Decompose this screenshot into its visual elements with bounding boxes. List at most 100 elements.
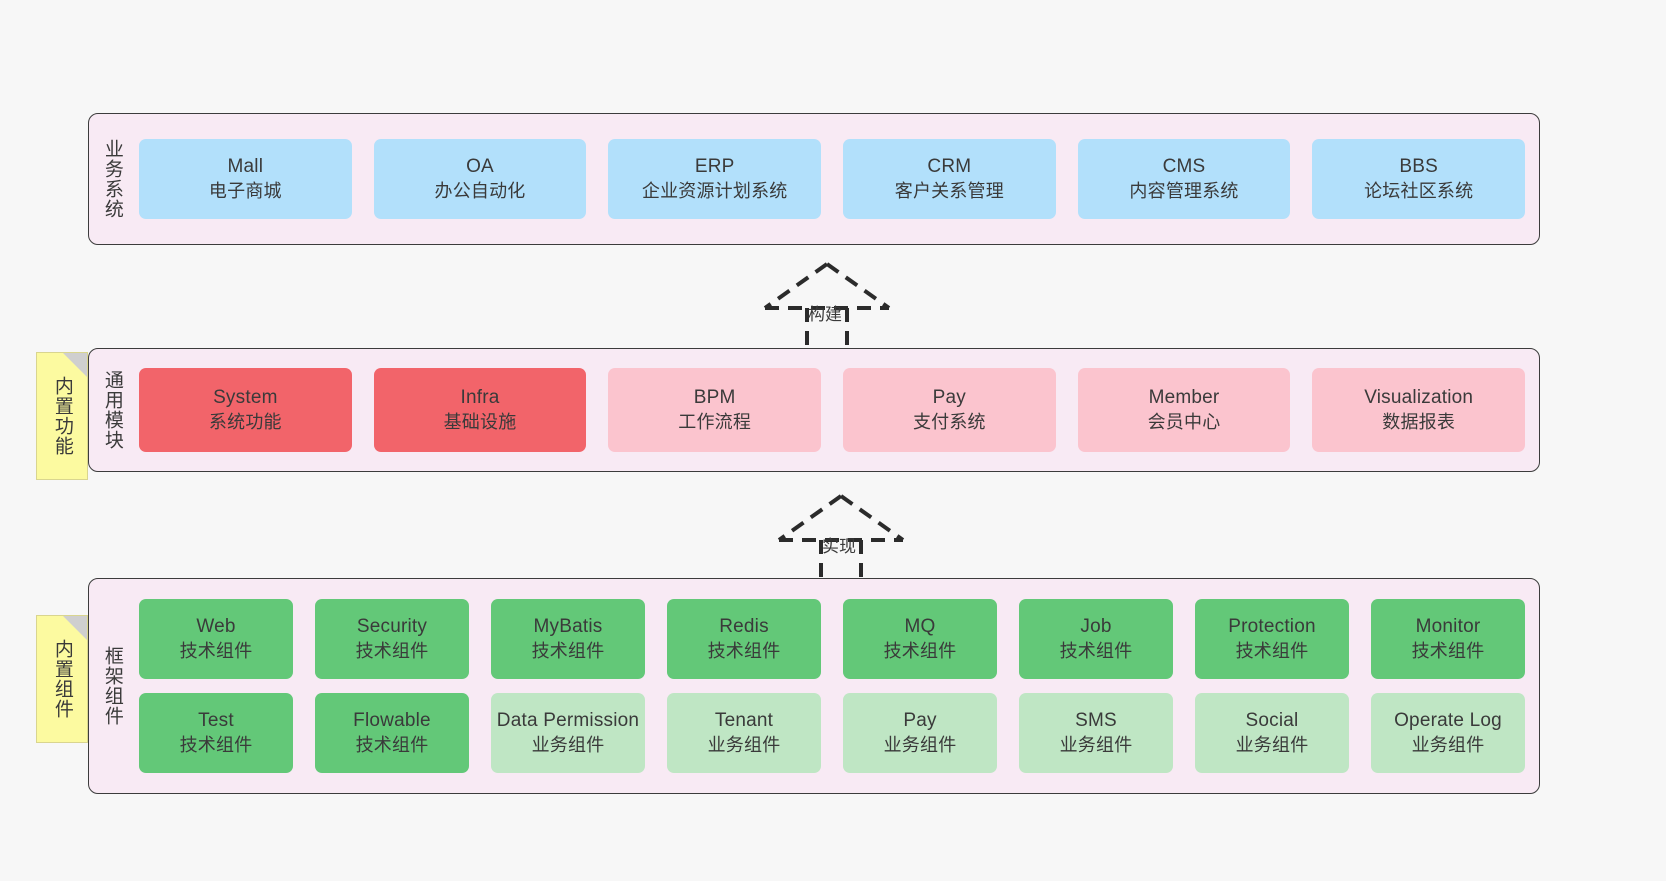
card-subtitle: 工作流程 (678, 411, 752, 432)
card-title: Protection (1228, 615, 1316, 637)
card-subtitle: 数据报表 (1382, 411, 1456, 432)
card-subtitle: 业务组件 (707, 734, 781, 755)
card-social[interactable]: Social 业务组件 (1195, 693, 1349, 773)
card-subtitle: 内容管理系统 (1129, 180, 1239, 201)
card-title: CMS (1162, 155, 1206, 177)
card-title: Redis (719, 615, 769, 637)
layer-business-systems: 业务系统 Mall 电子商城 OA 办公自动化 ERP 企业资源计划系统 CRM… (88, 113, 1540, 245)
card-member[interactable]: Member 会员中心 (1077, 368, 1291, 452)
card-pay-module[interactable]: Pay 支付系统 (843, 368, 1056, 452)
card-infra[interactable]: Infra 基础设施 (373, 368, 587, 452)
card-security[interactable]: Security 技术组件 (315, 599, 469, 679)
card-subtitle: 论坛社区系统 (1364, 180, 1474, 201)
card-test[interactable]: Test 技术组件 (139, 693, 293, 773)
card-redis[interactable]: Redis 技术组件 (667, 599, 821, 679)
card-subtitle: 技术组件 (179, 640, 253, 661)
card-title: MQ (904, 615, 936, 637)
card-title: Monitor (1415, 615, 1481, 637)
card-job[interactable]: Job 技术组件 (1019, 599, 1173, 679)
note-label: 内置组件 (51, 639, 73, 719)
card-title: Pay (932, 386, 967, 408)
card-monitor[interactable]: Monitor 技术组件 (1371, 599, 1525, 679)
layer-common-modules: 通用模块 System 系统功能 Infra 基础设施 BPM 工作流程 Pay… (88, 348, 1540, 472)
card-title: Test (198, 709, 234, 731)
note-label: 内置功能 (51, 376, 73, 456)
card-subtitle: 技术组件 (707, 640, 781, 661)
note-fold-corner-icon (63, 353, 87, 377)
card-title: Visualization (1364, 386, 1474, 408)
card-subtitle: 技术组件 (1235, 640, 1309, 661)
card-oa[interactable]: OA 办公自动化 (373, 139, 587, 219)
card-row: Mall 电子商城 OA 办公自动化 ERP 企业资源计划系统 CRM 客户关系… (139, 139, 1526, 219)
card-subtitle: 技术组件 (355, 640, 429, 661)
card-subtitle: 技术组件 (1059, 640, 1133, 661)
card-sms[interactable]: SMS 业务组件 (1019, 693, 1173, 773)
card-operate-log[interactable]: Operate Log 业务组件 (1371, 693, 1525, 773)
card-title: Security (356, 615, 428, 637)
card-subtitle: 技术组件 (531, 640, 605, 661)
card-title: Web (196, 615, 236, 637)
note-builtin-features: 内置功能 (36, 352, 88, 480)
generalization-arrow-icon (777, 494, 905, 578)
card-mall[interactable]: Mall 电子商城 (139, 139, 352, 219)
card-title: Pay (903, 709, 937, 731)
layer-body-common-modules: System 系统功能 Infra 基础设施 BPM 工作流程 Pay 支付系统… (135, 349, 1539, 471)
card-bpm[interactable]: BPM 工作流程 (608, 368, 822, 452)
layer-title-common-modules: 通用模块 (101, 370, 123, 450)
card-cms[interactable]: CMS 内容管理系统 (1077, 139, 1291, 219)
card-title: ERP (694, 155, 735, 177)
card-title: Member (1148, 386, 1220, 408)
card-row: System 系统功能 Infra 基础设施 BPM 工作流程 Pay 支付系统… (139, 368, 1526, 452)
card-title: SMS (1075, 709, 1117, 731)
card-protection[interactable]: Protection 技术组件 (1195, 599, 1349, 679)
card-subtitle: 业务组件 (883, 734, 957, 755)
card-title: BPM (693, 386, 736, 408)
card-pay-component[interactable]: Pay 业务组件 (843, 693, 997, 773)
card-erp[interactable]: ERP 企业资源计划系统 (608, 139, 822, 219)
card-subtitle: 基础设施 (443, 411, 517, 432)
layer-title-business-systems: 业务系统 (101, 139, 123, 219)
layer-body-framework-components: Web 技术组件 Security 技术组件 MyBatis 技术组件 Redi… (135, 579, 1539, 793)
card-row: Test 技术组件 Flowable 技术组件 Data Permission … (139, 693, 1525, 773)
card-title: BBS (1399, 155, 1438, 177)
card-title: Social (1245, 709, 1299, 731)
card-system[interactable]: System 系统功能 (139, 368, 352, 452)
card-web[interactable]: Web 技术组件 (139, 599, 293, 679)
card-subtitle: 技术组件 (355, 734, 429, 755)
card-subtitle: 系统功能 (208, 411, 282, 432)
card-flowable[interactable]: Flowable 技术组件 (315, 693, 469, 773)
card-title: System (213, 386, 278, 408)
card-crm[interactable]: CRM 客户关系管理 (843, 139, 1056, 219)
card-title: OA (466, 155, 494, 177)
card-subtitle: 业务组件 (531, 734, 605, 755)
layer-body-business-systems: Mall 电子商城 OA 办公自动化 ERP 企业资源计划系统 CRM 客户关系… (135, 114, 1539, 244)
layer-title-framework-components: 框架组件 (101, 646, 123, 726)
card-title: Flowable (353, 709, 431, 731)
card-title: CRM (927, 155, 972, 177)
card-subtitle: 业务组件 (1235, 734, 1309, 755)
generalization-arrow-icon (763, 262, 891, 346)
card-data-permission[interactable]: Data Permission 业务组件 (491, 693, 645, 773)
card-subtitle: 支付系统 (912, 411, 986, 432)
card-tenant[interactable]: Tenant 业务组件 (667, 693, 821, 773)
connector-label-build: 构建 (808, 305, 842, 324)
card-subtitle: 会员中心 (1147, 411, 1221, 432)
card-title: Data Permission (496, 709, 640, 731)
card-subtitle: 业务组件 (1411, 734, 1485, 755)
note-builtin-components: 内置组件 (36, 615, 88, 743)
card-title: Operate Log (1394, 709, 1502, 731)
card-subtitle: 技术组件 (1411, 640, 1485, 661)
connector-label-implement: 实现 (822, 537, 856, 556)
card-row: Web 技术组件 Security 技术组件 MyBatis 技术组件 Redi… (139, 599, 1525, 679)
connector-implement: 实现 (766, 490, 916, 578)
card-title: Tenant (714, 709, 774, 731)
card-subtitle: 技术组件 (179, 734, 253, 755)
card-mq[interactable]: MQ 技术组件 (843, 599, 997, 679)
card-title: Mall (227, 155, 264, 177)
card-bbs[interactable]: BBS 论坛社区系统 (1312, 139, 1526, 219)
card-mybatis[interactable]: MyBatis 技术组件 (491, 599, 645, 679)
connector-build: 构建 (752, 258, 902, 346)
card-visualization[interactable]: Visualization 数据报表 (1312, 368, 1526, 452)
card-title: MyBatis (533, 615, 603, 637)
